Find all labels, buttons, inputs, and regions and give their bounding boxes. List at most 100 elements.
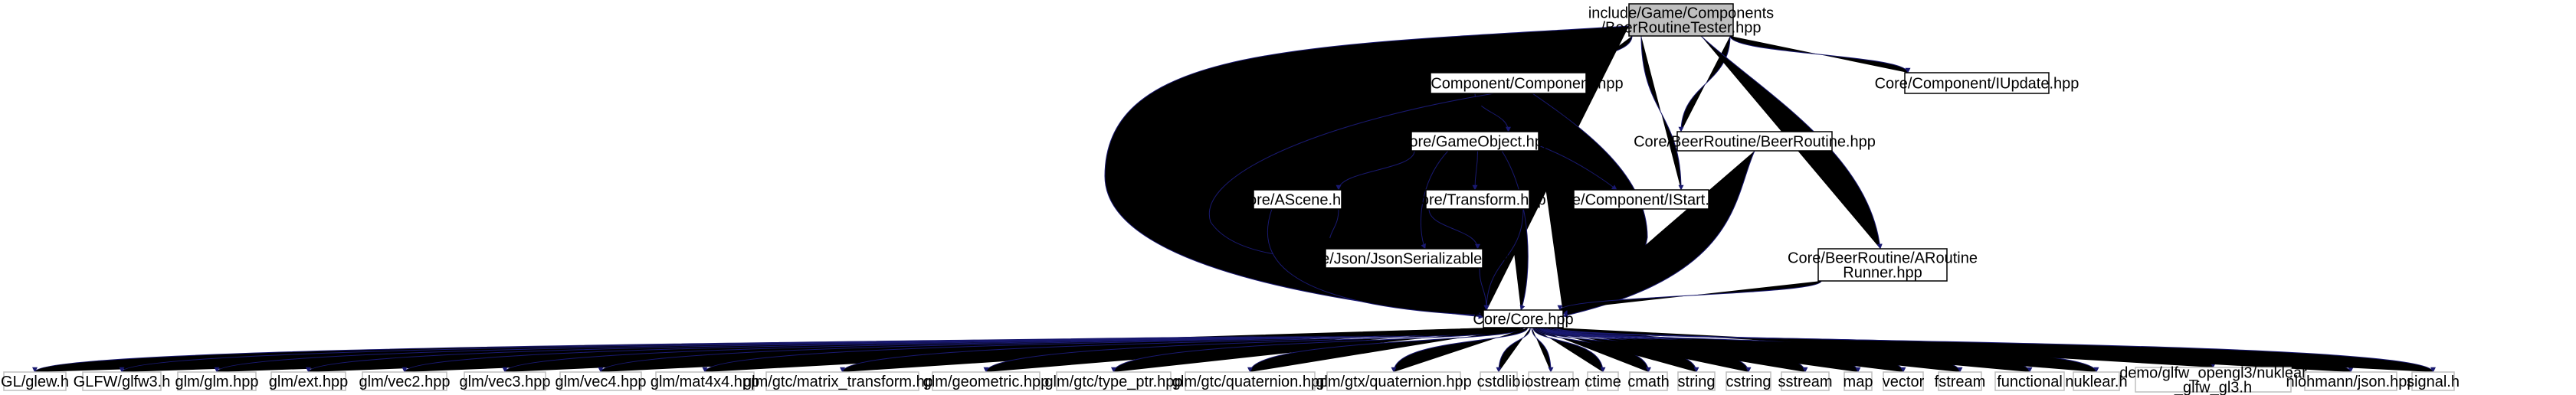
node-glm[interactable]: glm/glm.hpp — [175, 371, 259, 391]
node-box-transform — [1425, 189, 1530, 210]
dependency-edge-core-to-cstdlib — [1496, 327, 1531, 373]
node-sstream[interactable]: sstream — [1778, 371, 1833, 391]
node-nuklear[interactable]: nuklear.h — [2065, 371, 2128, 391]
node-box-core — [1483, 309, 1564, 328]
node-label-map: map — [1844, 374, 1873, 390]
node-glfwgl3[interactable]: demo/glfw_opengl3/nuklear_glfw_gl3.h — [2119, 365, 2307, 395]
node-label-iostream: iostream — [1522, 374, 1581, 390]
node-glfw[interactable]: GLFW/glfw3.h — [74, 371, 171, 391]
node-label-vec4: glm/vec4.hpp — [556, 374, 647, 390]
node-vec2[interactable]: glm/vec2.hpp — [359, 371, 451, 391]
node-box-ext — [270, 371, 346, 391]
node-label-cstring: cstring — [1726, 374, 1771, 390]
node-box-ctime — [1587, 371, 1619, 391]
node-label-core: Core/Core.hpp — [1473, 312, 1573, 328]
node-beerroutine[interactable]: Core/BeerRoutine/BeerRoutine.hpp — [1634, 131, 1876, 152]
dependency-edge-core-to-iostream — [1531, 327, 1554, 373]
dependency-edge-core-to-quatgtx — [1391, 327, 1529, 373]
node-transform[interactable]: Core/Transform.hpp — [1409, 189, 1546, 210]
node-label-vec3: glm/vec3.hpp — [460, 374, 551, 390]
node-box-map — [1844, 371, 1873, 391]
node-label-cmath: cmath — [1627, 374, 1669, 390]
node-mtrans[interactable]: glm/gtc/matrix_transform.hpp — [743, 371, 942, 391]
node-label-glew: GL/glew.h — [1, 374, 69, 390]
node-cstring[interactable]: cstring — [1726, 371, 1771, 391]
node-geometric[interactable]: glm/geometric.hpp — [923, 371, 1050, 391]
node-string[interactable]: string — [1677, 371, 1716, 391]
node-box-geometric — [932, 371, 1041, 391]
node-label-aroutine-line1: Core/BeerRoutine/ARoutine — [1788, 250, 1978, 267]
node-core[interactable]: Core/Core.hpp — [1473, 309, 1574, 328]
node-label-aroutine-line2: Runner.hpp — [1843, 265, 1922, 282]
node-box-iostream — [1528, 371, 1574, 391]
node-box-glm — [177, 371, 257, 391]
node-mat4x4[interactable]: glm/mat4x4.hpp — [651, 371, 759, 391]
node-root[interactable]: include/Game/Components/BeerRoutineTeste… — [1588, 3, 1774, 37]
node-label-ctime: ctime — [1585, 374, 1621, 390]
dependency-edge-core-to-signal — [1555, 327, 2436, 373]
node-label-glm: glm/glm.hpp — [175, 374, 259, 390]
node-gameobject[interactable]: Core/GameObject.hpp — [1398, 131, 1552, 152]
node-box-json — [2304, 371, 2397, 391]
node-json[interactable]: nlohmann/json.hpp — [2286, 371, 2416, 391]
node-label-geometric: glm/geometric.hpp — [923, 374, 1050, 390]
node-vec3[interactable]: glm/vec3.hpp — [460, 371, 551, 391]
node-label-glfwgl3-line1: demo/glfw_opengl3/nuklear — [2119, 365, 2307, 382]
node-quatgtx[interactable]: glm/gtx/quaternion.hpp — [1316, 371, 1472, 391]
node-box-fstream — [1938, 371, 1982, 391]
dependency-edge-transform-to-core — [1483, 208, 1524, 311]
node-box-beerroutine — [1676, 131, 1833, 152]
node-iostream[interactable]: iostream — [1522, 371, 1581, 391]
node-label-functional: functional — [1997, 374, 2063, 390]
node-box-functional — [1994, 371, 2065, 391]
node-box-vector — [1883, 371, 1924, 391]
node-jsonser[interactable]: Core/Json/JsonSerializable.hpp — [1296, 248, 1512, 269]
node-istart[interactable]: Core/Component/IStart.hpp — [1548, 189, 1735, 210]
node-ctime[interactable]: ctime — [1585, 371, 1621, 391]
node-label-nuklear: nuklear.h — [2065, 374, 2127, 390]
dependency-edge-root-to-istart — [1640, 35, 1684, 191]
node-signal[interactable]: signal.h — [2407, 371, 2460, 391]
node-box-vec3 — [464, 371, 546, 391]
node-box-jsonser — [1325, 248, 1483, 269]
node-fstream[interactable]: fstream — [1935, 371, 1986, 391]
node-ext[interactable]: glm/ext.hpp — [269, 371, 348, 391]
node-component[interactable]: Core/Component/Component.hpp — [1393, 72, 1624, 94]
node-box-quatgtx — [1326, 371, 1461, 391]
node-box-vec2 — [362, 371, 447, 391]
node-label-signal: signal.h — [2407, 374, 2460, 390]
node-ascene[interactable]: Core/AScene.hpp — [1237, 189, 1358, 210]
node-box-mat4x4 — [655, 371, 755, 391]
node-box-glfw — [82, 371, 162, 391]
node-cstdlib[interactable]: cstdlib — [1477, 371, 1521, 391]
node-box-signal — [2411, 371, 2455, 391]
node-glew[interactable]: GL/glew.h — [1, 371, 69, 391]
node-label-vector: vector — [1883, 374, 1925, 390]
node-label-root-line2: /BeerRoutineTester.hpp — [1601, 20, 1761, 37]
node-box-sstream — [1781, 371, 1830, 391]
node-label-cstdlib: cstdlib — [1477, 374, 1521, 390]
node-box-cstdlib — [1480, 371, 1518, 391]
edge-layer — [32, 25, 2436, 373]
node-box-component — [1430, 72, 1587, 94]
node-iupdate[interactable]: Core/Component/IUpdate.hpp — [1875, 72, 2079, 94]
node-functional[interactable]: functional — [1994, 371, 2065, 391]
node-typeptr[interactable]: glm/gtc/type_ptr.hpp — [1044, 371, 1183, 391]
node-box-mtrans — [765, 371, 919, 391]
node-label-iupdate: Core/Component/IUpdate.hpp — [1875, 76, 2079, 93]
node-label-fstream: fstream — [1935, 374, 1986, 390]
node-vec4[interactable]: glm/vec4.hpp — [556, 371, 647, 391]
node-quatgtc[interactable]: glm/gtc/quaternion.hpp — [1172, 371, 1328, 391]
node-layer: include/Game/Components/BeerRoutineTeste… — [1, 3, 2460, 395]
dependency-edge-gameobject-to-ascene — [1336, 150, 1415, 191]
node-label-json: nlohmann/json.hpp — [2286, 374, 2415, 390]
node-vector[interactable]: vector — [1883, 371, 1925, 391]
node-box-root — [1628, 3, 1734, 37]
node-box-glew — [3, 371, 67, 391]
node-cmath[interactable]: cmath — [1627, 371, 1670, 391]
node-map[interactable]: map — [1844, 371, 1873, 391]
node-box-string — [1677, 371, 1716, 391]
node-label-beerroutine: Core/BeerRoutine/BeerRoutine.hpp — [1634, 134, 1876, 151]
dependency-edge-root-to-iupdate — [1729, 35, 1911, 73]
